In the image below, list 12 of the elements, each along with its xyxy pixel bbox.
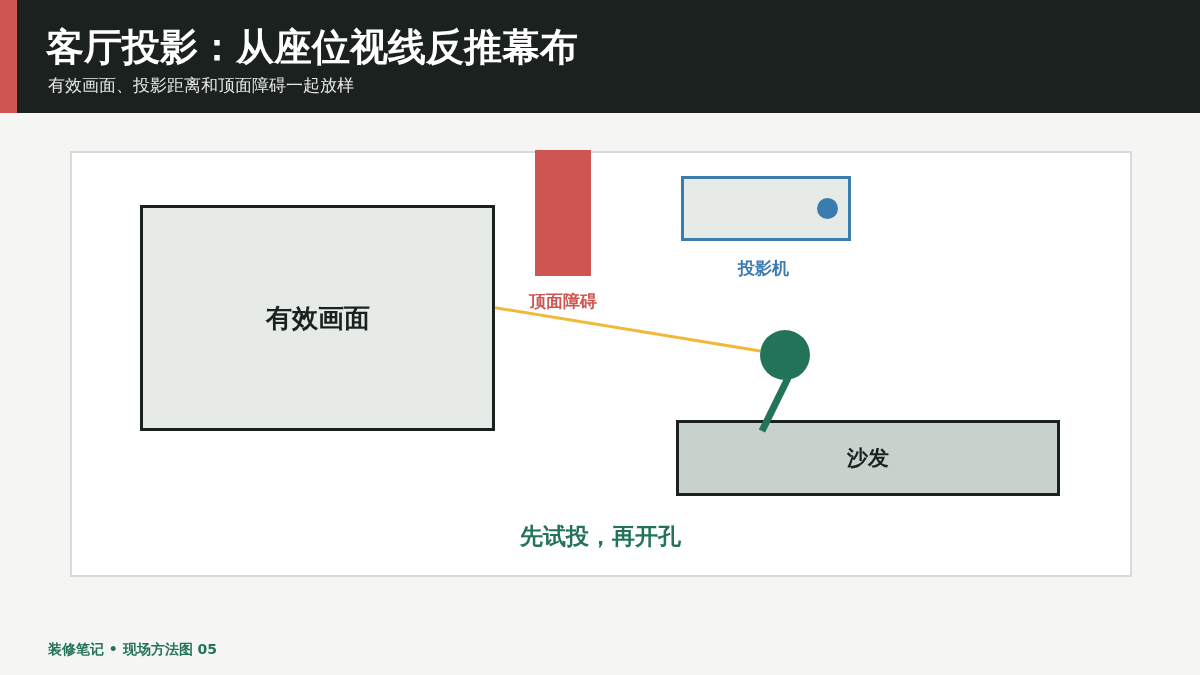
screen-label: 有效画面 bbox=[265, 301, 370, 335]
note: 先试投，再开孔 bbox=[519, 523, 681, 549]
sight-line bbox=[494, 306, 761, 353]
obstruction-label: 顶面障碍 bbox=[529, 290, 597, 313]
sofa-label: 沙发 bbox=[847, 445, 889, 472]
sofa bbox=[676, 420, 1060, 496]
viewer-figure bbox=[758, 330, 810, 433]
screen-area bbox=[140, 205, 495, 431]
subtitle: 有效画面、投影距离和顶面障碍一起放样 bbox=[48, 74, 354, 97]
footer: 装修笔记 • 现场方法图 05 bbox=[48, 641, 218, 659]
projector-label: 投影机 bbox=[738, 257, 789, 280]
title: 客厅投影：从座位视线反推幕布 bbox=[46, 24, 578, 71]
